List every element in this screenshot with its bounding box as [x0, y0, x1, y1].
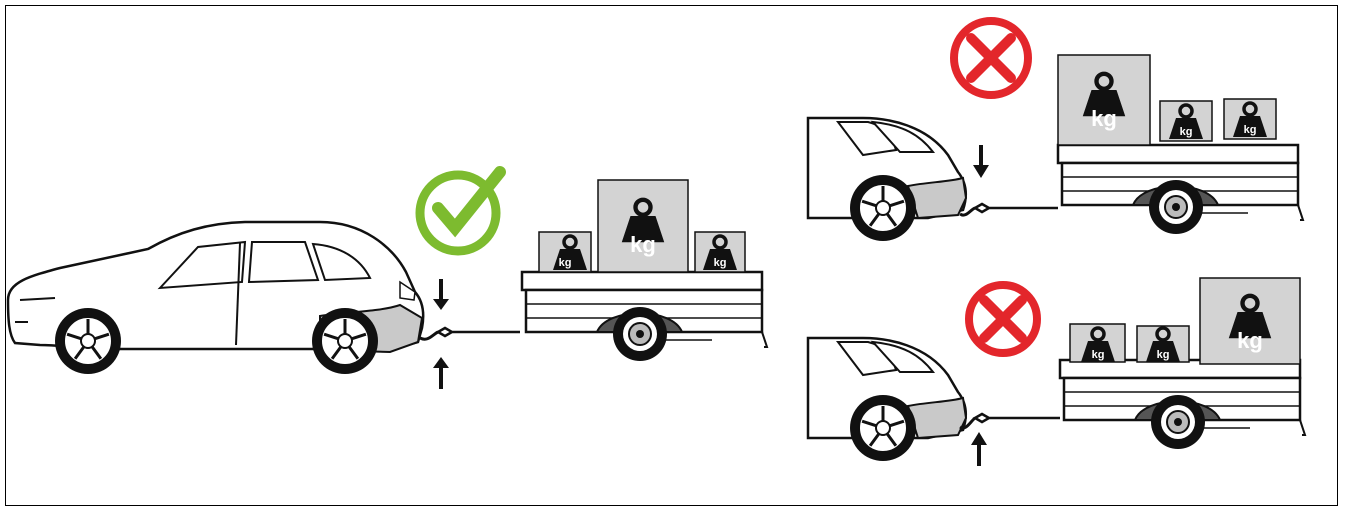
svg-text:kg: kg: [1157, 349, 1170, 361]
car-illustration: [8, 222, 423, 374]
cross-icon: [954, 21, 1028, 95]
weight-icon: kg: [1070, 324, 1125, 362]
scenario-correct: kg kg kg: [8, 172, 767, 389]
check-icon: [420, 172, 500, 251]
svg-text:kg: kg: [559, 257, 572, 269]
weight-icon: kg: [1137, 326, 1189, 362]
weight-icon: kg: [1224, 99, 1276, 139]
svg-text:kg: kg: [1091, 106, 1117, 131]
weight-icon: kg: [1058, 55, 1150, 145]
weight-icon: kg: [598, 180, 688, 272]
scenario-incorrect-rear-heavy: kg kg kg: [808, 21, 1303, 241]
arrow-icon: [971, 432, 987, 466]
scenario-incorrect-front-light: kg kg kg: [808, 278, 1305, 466]
svg-text:kg: kg: [1092, 349, 1105, 361]
svg-text:kg: kg: [1237, 328, 1263, 353]
weight-icon: kg: [539, 232, 591, 272]
cross-icon: [969, 285, 1037, 353]
svg-text:kg: kg: [714, 257, 727, 269]
weight-icon: kg: [1200, 278, 1300, 364]
arrow-icon: [973, 145, 989, 178]
weight-icon: kg: [1160, 101, 1212, 141]
svg-text:kg: kg: [1244, 124, 1257, 136]
svg-text:kg: kg: [1180, 126, 1193, 138]
svg-text:kg: kg: [630, 232, 656, 257]
tow-hitch-icon: [420, 332, 438, 339]
weight-icon: kg: [695, 232, 745, 272]
